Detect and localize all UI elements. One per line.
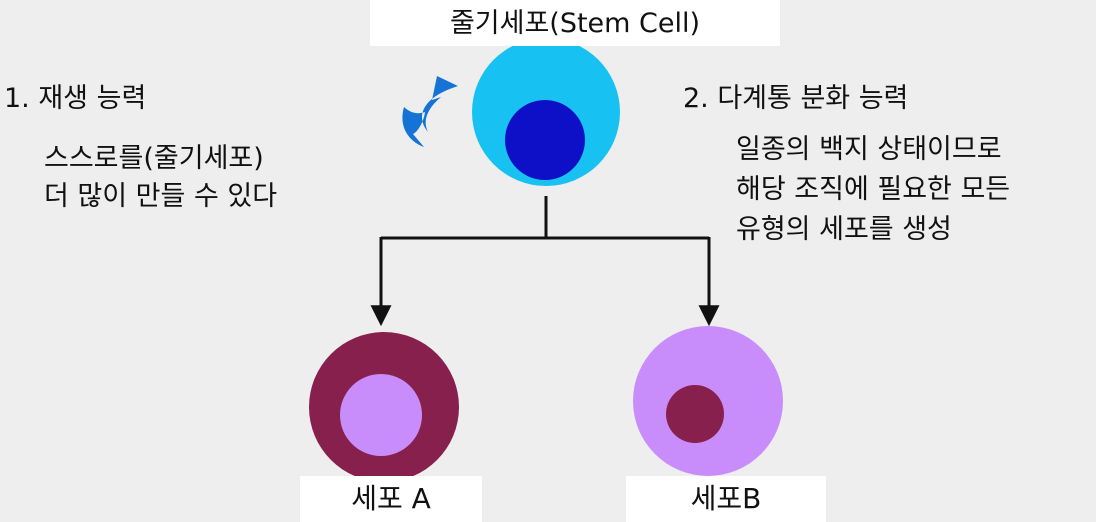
renewal-heading: 1. 재생 능력 (4, 83, 147, 114)
stem-cell (472, 38, 620, 186)
curved-arrow-icon (402, 76, 458, 147)
curved-arrow-icon (402, 76, 458, 147)
cell-b-label: 세포B (690, 482, 762, 515)
stem-cell-title-box: 줄기세포(Stem Cell) (370, 0, 780, 46)
renewal-line-1: 스스로를(줄기세포) (44, 143, 264, 174)
cell-b (633, 326, 783, 476)
cell-b-nucleus (666, 385, 724, 443)
differentiation-heading: 2. 다계통 분화 능력 (683, 83, 909, 114)
cell-a-nucleus (340, 374, 422, 456)
differentiation-line-2: 해당 조직에 필요한 모든 (736, 174, 1011, 205)
differentiation-description: 일종의 백지 상태이므로 해당 조직에 필요한 모든 유형의 세포를 생성 (736, 130, 1010, 250)
renewal-description: 스스로를(줄기세포) 더 많이 만들 수 있다 (44, 140, 277, 216)
cell-a-label-box: 세포 A (300, 476, 482, 522)
differentiation-line-1: 일종의 백지 상태이므로 (736, 134, 1002, 165)
cell-b-label-box: 세포B (626, 476, 826, 522)
renewal-line-2: 더 많이 만들 수 있다 (44, 181, 278, 212)
stem-cell-title: 줄기세포(Stem Cell) (449, 7, 701, 39)
cell-a (309, 332, 459, 482)
stem-cell-nucleus (505, 100, 585, 180)
connector-lines (370, 196, 720, 327)
differentiation-line-3: 유형의 세포를 생성 (736, 214, 952, 245)
cell-a-label: 세포 A (351, 482, 431, 515)
